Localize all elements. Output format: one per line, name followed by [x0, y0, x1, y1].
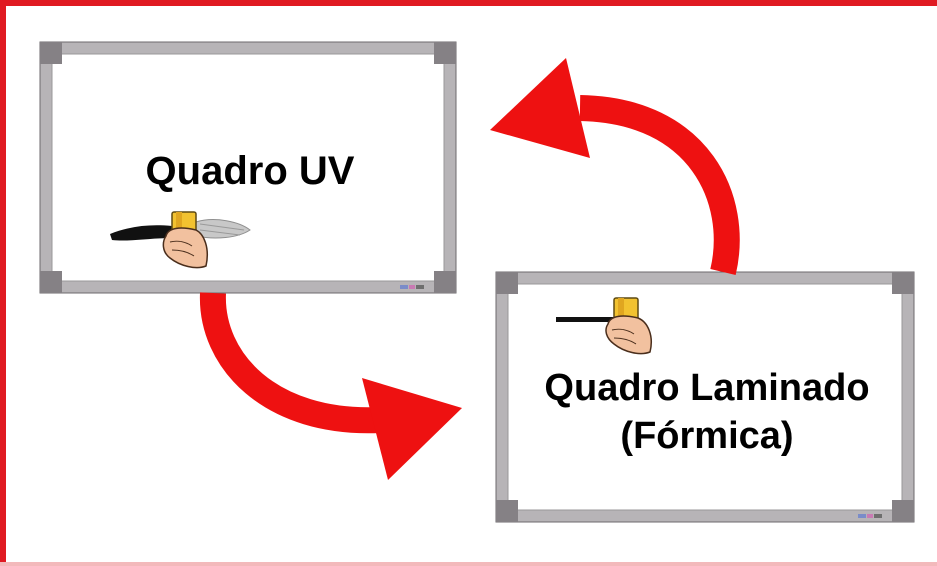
- board-corner-icon: [40, 42, 456, 293]
- curved-arrow-icon: [490, 58, 740, 275]
- board-corner-icon: [496, 272, 914, 522]
- curved-arrow-icon: [199, 292, 462, 480]
- whiteboard-uv: [39, 41, 457, 294]
- hand-with-eraser-icon: [110, 211, 251, 269]
- board-label-line: (Fórmica): [620, 415, 794, 457]
- board-label-line: Quadro UV: [145, 149, 355, 193]
- marker-tray-icon: [400, 285, 424, 289]
- frame-bottom-edge: [0, 562, 937, 566]
- hand-with-eraser-icon: [556, 297, 652, 355]
- board-label-uv: Quadro UV: [60, 148, 440, 194]
- board-label-line: Quadro Laminado: [544, 367, 870, 409]
- marker-tray-icon: [858, 514, 882, 518]
- board-label-laminado: Quadro Laminado (Fórmica): [508, 364, 906, 460]
